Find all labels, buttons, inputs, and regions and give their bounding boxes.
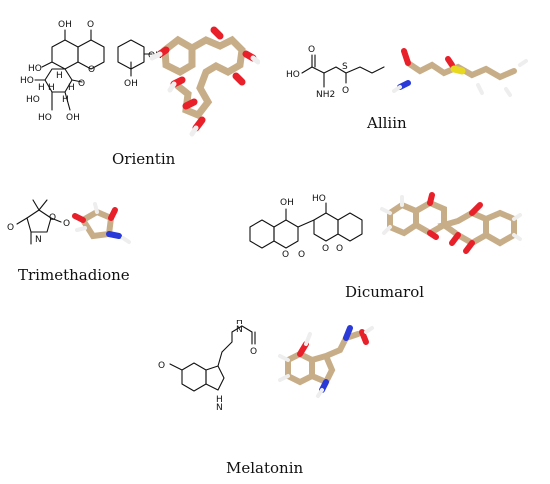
atom-label: HO — [28, 64, 42, 74]
atom-label: OH — [58, 20, 72, 30]
atom-label: HO — [286, 70, 300, 80]
atom-label: O — [88, 65, 95, 75]
atom-label: H — [62, 95, 69, 105]
melatonin-panel: H N O O N H — [158, 320, 374, 413]
orientin-panel: OH HO OH OH HO HO HO OH O O O H H H H H — [20, 20, 260, 137]
atom-label: HO — [20, 76, 34, 86]
atom-label: O — [298, 250, 305, 260]
orientin-structure: OH HO OH OH HO HO HO OH O O O H H H H H — [20, 20, 162, 123]
molecule-label-melatonin: Melatonin — [226, 459, 304, 477]
molecule-label-alliin: Alliin — [367, 114, 407, 132]
molecule-label-trimethadione: Trimethadione — [18, 266, 130, 284]
trimethadione-panel: O O O N — [7, 199, 131, 245]
atom-label: OH — [124, 79, 138, 89]
atom-label: HO — [38, 113, 52, 123]
atom-label: H — [68, 83, 75, 93]
atom-label: O — [282, 250, 289, 260]
atom-label: O — [342, 86, 349, 96]
molecule-label-orientin: Orientin — [112, 150, 176, 168]
atom-label: O — [336, 244, 343, 254]
atom-label: N — [35, 235, 42, 245]
atom-label: H — [236, 320, 243, 327]
atom-label: HO — [26, 95, 40, 105]
molecule-label-dicumarol: Dicumarol — [345, 283, 425, 301]
atom-label: O — [322, 244, 329, 254]
dicumarol-3d-model — [380, 192, 522, 254]
atom-label: O — [87, 20, 94, 30]
atom-label: O — [158, 361, 165, 371]
atom-label: HO — [312, 194, 326, 204]
atom-label: H — [38, 83, 45, 93]
orientin-3d-model — [149, 26, 260, 137]
melatonin-structure: H N O O N H — [158, 320, 257, 413]
alliin-panel: HO O NH2 S O — [286, 45, 528, 100]
atom-label: O — [250, 347, 257, 357]
atom-label: O — [49, 213, 56, 223]
alliin-structure: HO O NH2 S O — [286, 45, 385, 100]
atom-label: S — [342, 62, 348, 72]
melatonin-3d-model — [278, 325, 374, 398]
trimethadione-3d-model — [72, 202, 131, 244]
atom-label: H — [56, 71, 63, 81]
atom-label: N — [236, 325, 243, 335]
atom-label: H — [216, 395, 223, 405]
alliin-3d-model — [392, 48, 528, 97]
atom-label: O — [308, 45, 315, 55]
atom-label: H — [48, 83, 55, 93]
atom-label: O — [63, 219, 70, 229]
atom-label: OH — [280, 198, 294, 208]
trimethadione-structure: O O O N — [7, 199, 70, 245]
atom-label: N — [216, 403, 223, 413]
atom-label: NH2 — [316, 90, 335, 100]
atom-label: O — [7, 223, 14, 233]
dicumarol-panel: OH HO O O O O — [249, 192, 522, 260]
dicumarol-structure: OH HO O O O O — [249, 194, 363, 260]
atom-label: O — [78, 79, 85, 89]
atom-label: OH — [66, 113, 80, 123]
